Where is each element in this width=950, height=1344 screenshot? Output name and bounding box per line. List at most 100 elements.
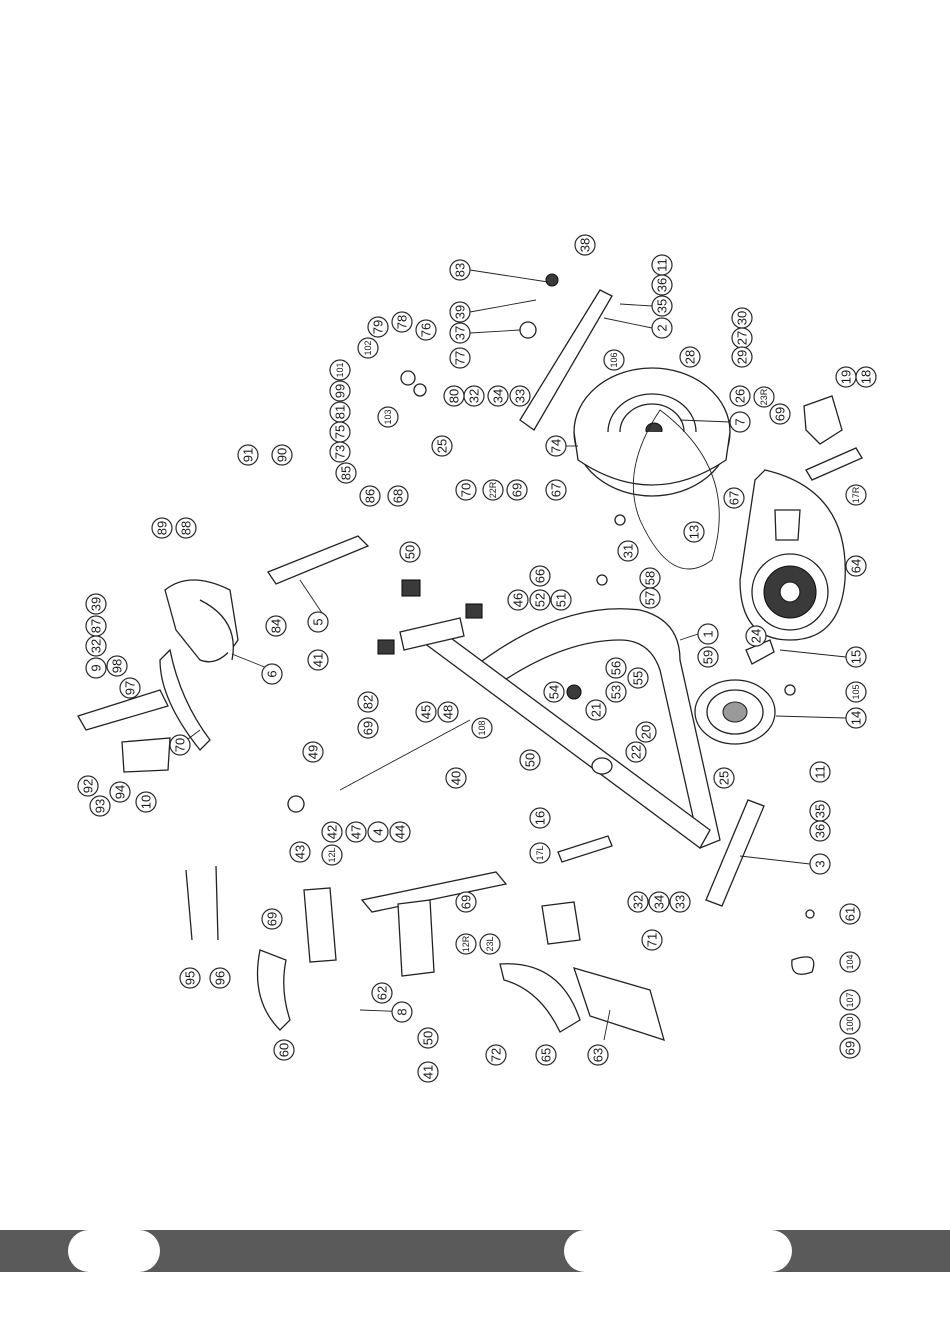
callout-number: 57 [643,591,658,605]
callout-number: 77 [453,351,468,365]
callout-103: 103 [377,406,399,428]
seat-slider [360,871,508,913]
callout-number: 25 [435,439,450,453]
callout-69: 69 [455,891,477,913]
callout-5: 5 [307,611,329,633]
callout-number: 49 [306,745,321,759]
callout-circle [329,441,351,463]
callout-number: 95 [183,971,198,985]
callout-56: 56 [605,657,627,679]
callout-101: 101 [329,359,351,381]
callout-number: 71 [645,933,660,947]
callout-number: 91 [241,448,256,462]
callout-number: 69 [510,483,525,497]
callout-number: 35 [813,804,828,818]
callout-circle [845,555,867,577]
callout-number: 22R [488,481,498,498]
callout-circle [697,623,719,645]
callout-number: 23R [759,388,769,405]
callout-number: 31 [621,544,636,558]
callout-number: 18 [859,370,874,384]
callout-number: 85 [339,466,354,480]
belt-pulley [694,639,776,745]
callout-circle [543,681,565,703]
callout-number: 69 [843,1041,858,1055]
callout-number: 60 [277,1043,292,1057]
callout-circle [529,807,551,829]
callout-circle [307,649,329,671]
callout-number: 25 [717,771,732,785]
callout-74: 74 [545,435,567,457]
callout-circle [151,517,173,539]
main-frame [418,608,721,849]
parts-artwork [77,273,863,1041]
callout-41: 41 [307,649,329,671]
callout-30: 30 [731,307,753,329]
callout-number: 46 [511,593,526,607]
callout-number: 88 [179,521,194,535]
callout-11: 11 [651,254,673,276]
callout-11: 11 [809,761,831,783]
callout-circle [415,701,437,723]
callout-circle [729,411,751,433]
callout-circle [237,444,259,466]
callout-number: 78 [395,315,410,329]
callout-50: 50 [519,749,541,771]
callout-70: 70 [455,479,477,501]
callout-22: 22 [625,741,647,763]
callout-number: 17R [851,486,861,503]
callout-62: 62 [371,982,393,1004]
callout-circle [273,1039,295,1061]
callout-8: 8 [391,1001,413,1023]
callout-82: 82 [357,691,379,713]
callout-36: 36 [809,820,831,842]
callout-83: 83 [449,259,471,281]
callout-circle [713,767,735,789]
callout-circle [357,717,379,739]
callout-number: 100 [845,1016,855,1031]
callout-circle [723,487,745,509]
footer-page-pill-left [68,1230,160,1272]
callout-circle [357,691,379,713]
callout-number: 38 [578,238,593,252]
callout-number: 74 [549,439,564,453]
callout-number: 48 [441,705,456,719]
callout-number: 27 [735,331,750,345]
callout-number: 70 [459,483,474,497]
chain-cover [739,469,846,641]
callout-circle [639,587,661,609]
callout-23R: 23R [753,386,775,408]
callout-22R: 22R [482,479,504,501]
callout-circle [209,967,231,989]
callout-circle [545,435,567,457]
callout-number: 68 [391,489,406,503]
callout-16: 16 [529,807,551,829]
callout-84: 84 [265,615,287,637]
callout-24: 24 [745,625,767,647]
callout-66: 66 [529,565,551,587]
callout-circle [307,611,329,633]
callout-39: 39 [449,301,471,323]
callout-circle [679,346,701,368]
front-post [377,579,483,655]
callout-number: 80 [447,389,462,403]
callout-circle [585,699,607,721]
callout-circle [641,929,663,951]
callout-2: 2 [651,317,673,339]
callout-49: 49 [302,741,324,763]
callout-100: 100 [839,1013,861,1035]
callout-55: 55 [627,667,649,689]
callout-number: 33 [673,895,688,909]
footer-bar [0,1230,950,1272]
callout-34: 34 [648,891,670,913]
callout-90: 90 [271,444,293,466]
callout-number: 58 [643,571,658,585]
callout-circle [603,349,625,371]
grip-right [397,899,435,977]
callout-number: 34 [652,895,667,909]
callout-circle [507,589,529,611]
callout-circle [839,951,861,973]
flywheel [573,367,731,497]
callout-53: 53 [605,681,627,703]
callout-number: 12L [327,847,337,862]
